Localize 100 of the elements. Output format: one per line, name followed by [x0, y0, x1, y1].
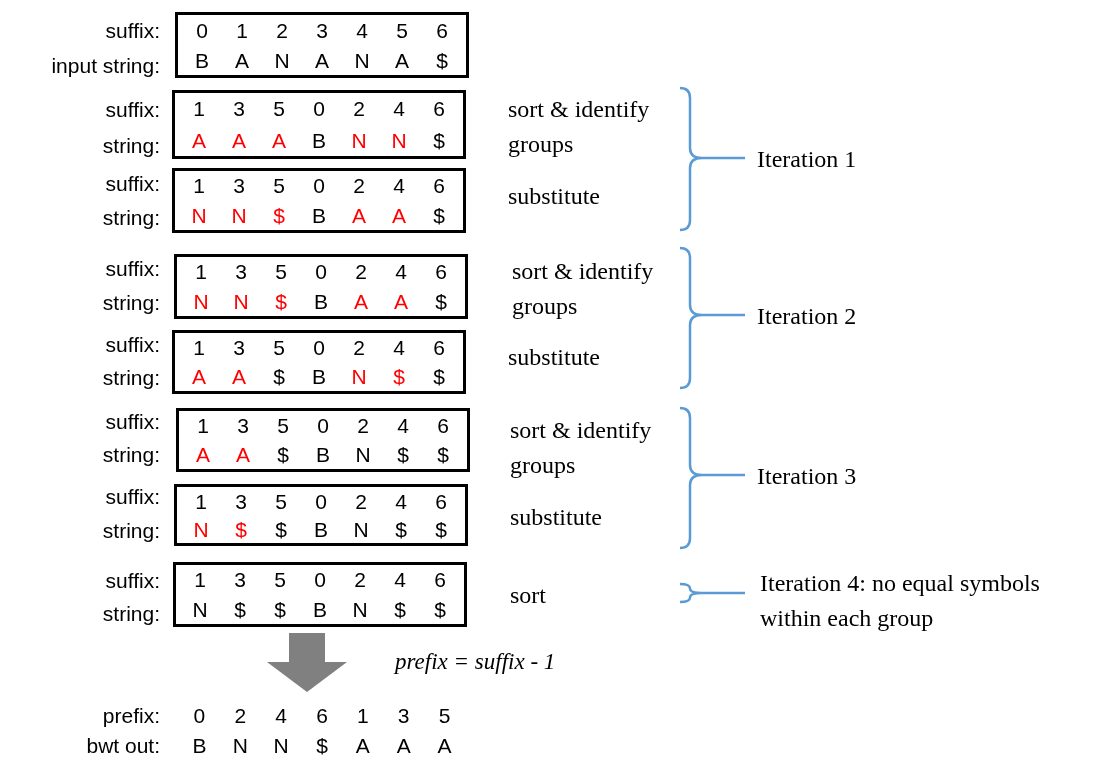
string-symbol: A — [391, 204, 407, 226]
string-symbol: $ — [433, 598, 447, 620]
index-number: 3 — [233, 569, 247, 591]
row-label: suffix: — [105, 20, 160, 41]
table-box — [176, 408, 470, 472]
string-symbol: A — [395, 734, 412, 756]
row-label: string: — [102, 444, 160, 465]
index-number: 4 — [392, 175, 406, 197]
index-number: 5 — [437, 704, 452, 726]
index-number: 6 — [432, 175, 446, 197]
index-number: 6 — [315, 704, 329, 726]
string-symbol: B — [194, 49, 210, 71]
iteration-label: Iteration 1 — [757, 145, 858, 174]
block-arrow — [267, 633, 347, 692]
index-number: 2 — [354, 490, 368, 512]
index-number: 1 — [356, 704, 370, 726]
string-symbol: $ — [274, 518, 288, 540]
index-number: 1 — [194, 490, 208, 512]
index-number: 0 — [312, 98, 326, 120]
index-number: 1 — [193, 569, 207, 591]
step-label: sort & identify groups — [508, 95, 651, 159]
string-symbol: $ — [273, 598, 287, 620]
string-symbol: A — [235, 444, 251, 465]
table-box — [172, 168, 466, 233]
edge-label: prefix = suffix - 1 — [395, 649, 556, 675]
row-label: string: — [102, 520, 160, 541]
row-label: bwt out: — [86, 735, 160, 756]
index-number: 2 — [233, 704, 248, 726]
index-number: 6 — [436, 415, 450, 436]
string-symbol: N — [192, 518, 210, 540]
string-symbol: N — [351, 598, 369, 620]
index-number: 4 — [394, 261, 408, 283]
string-symbol: N — [190, 204, 208, 226]
index-number: 5 — [274, 490, 288, 512]
row-label: string: — [102, 207, 160, 228]
index-number: 5 — [276, 415, 290, 436]
row-label: suffix: — [105, 258, 160, 279]
row-label: string: — [102, 135, 160, 156]
step-label: substitute — [508, 343, 601, 372]
index-number: 3 — [232, 337, 246, 358]
index-number: 6 — [432, 337, 446, 358]
string-symbol: $ — [234, 518, 248, 540]
index-number: 6 — [435, 19, 449, 41]
table-box — [173, 562, 467, 627]
string-symbol: $ — [276, 444, 290, 465]
index-number: 6 — [434, 261, 448, 283]
string-symbol: N — [352, 518, 370, 540]
string-symbol: $ — [432, 129, 446, 151]
index-number: 0 — [316, 415, 330, 436]
string-symbol: B — [311, 204, 327, 226]
index-number: 5 — [272, 337, 286, 358]
string-symbol: $ — [436, 444, 450, 465]
index-number: 5 — [272, 175, 286, 197]
string-symbol: A — [351, 204, 367, 226]
string-symbol: $ — [394, 518, 408, 540]
string-symbol: $ — [272, 204, 286, 226]
string-symbol: $ — [392, 366, 406, 387]
index-number: 4 — [393, 569, 407, 591]
string-symbol: A — [436, 734, 453, 756]
string-symbol: N — [350, 366, 368, 387]
index-number: 2 — [354, 261, 368, 283]
string-symbol: A — [394, 49, 410, 71]
step-label: substitute — [510, 503, 603, 532]
string-symbol: $ — [435, 49, 449, 71]
string-symbol: B — [313, 290, 329, 312]
index-number: 3 — [234, 261, 248, 283]
table-box — [175, 12, 469, 78]
index-number: 5 — [274, 261, 288, 283]
string-symbol: A — [393, 290, 409, 312]
row-label: suffix: — [105, 411, 160, 432]
index-number: 4 — [274, 704, 288, 726]
string-symbol: B — [315, 444, 331, 465]
index-number: 2 — [352, 98, 366, 120]
iteration-label: Iteration 2 — [757, 302, 858, 331]
index-number: 3 — [315, 19, 329, 41]
row-label: suffix: — [105, 173, 160, 194]
index-number: 1 — [192, 175, 206, 197]
index-number: 4 — [392, 337, 406, 358]
string-symbol: B — [191, 734, 208, 756]
step-label: sort & identify groups — [512, 257, 655, 321]
string-symbol: N — [390, 129, 408, 151]
iteration-label: Iteration 4: no equal symbols within each group — [760, 569, 1041, 633]
index-number: 2 — [353, 569, 367, 591]
index-number: 2 — [352, 175, 366, 197]
string-symbol: $ — [434, 518, 448, 540]
index-number: 3 — [232, 98, 246, 120]
string-symbol: A — [353, 290, 369, 312]
index-number: 6 — [434, 490, 448, 512]
step-label: sort — [510, 581, 547, 610]
string-symbol: N — [231, 734, 249, 756]
string-symbol: A — [354, 734, 371, 756]
string-symbol: $ — [432, 366, 446, 387]
row-label: suffix: — [105, 486, 160, 507]
row-label: suffix: — [105, 570, 160, 591]
string-symbol: N — [230, 204, 248, 226]
row-label: string: — [102, 292, 160, 313]
string-symbol: N — [272, 734, 290, 756]
string-symbol: $ — [315, 734, 329, 756]
index-number: 3 — [236, 415, 250, 436]
index-number: 2 — [275, 19, 289, 41]
